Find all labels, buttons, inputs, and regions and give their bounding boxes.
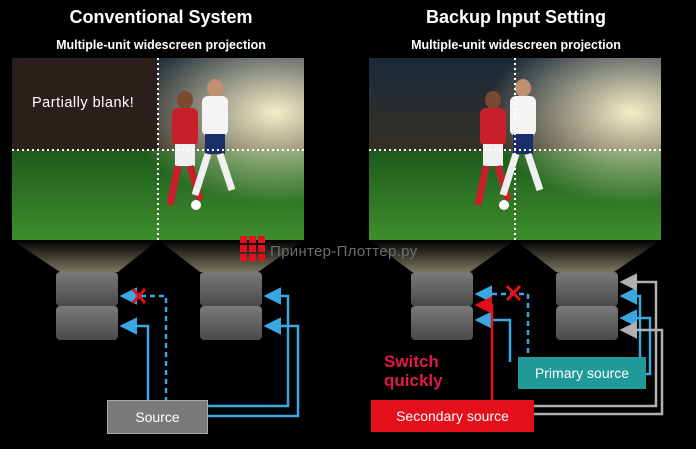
switch-label-line2: quickly <box>384 371 443 390</box>
projector-left-2 <box>200 272 262 340</box>
projector-right-2 <box>556 272 618 340</box>
left-wiring <box>119 287 300 418</box>
projector-left-1 <box>56 272 118 340</box>
right-fail-x-icon <box>505 284 522 302</box>
left-title: Conventional System <box>69 7 253 27</box>
switch-quickly-label: Switch quickly <box>384 352 443 390</box>
watermark-logo-icon <box>240 236 265 261</box>
projector-right-1 <box>411 272 473 340</box>
projectors <box>56 272 618 340</box>
left-subtitle: Multiple-unit widescreen projection <box>56 38 266 52</box>
left-players-image <box>166 79 236 210</box>
right-players-image <box>474 79 544 210</box>
split-guides <box>12 58 661 240</box>
right-wiring <box>474 273 664 416</box>
source-box: Source <box>107 400 208 434</box>
watermark-text: Принтер-Плоттер.ру <box>270 243 418 260</box>
left-fail-x-icon <box>131 288 147 304</box>
primary-source-box: Primary source <box>518 357 646 389</box>
partially-blank-label: Partially blank! <box>32 95 135 111</box>
secondary-source-box: Secondary source <box>371 400 534 432</box>
right-subtitle: Multiple-unit widescreen projection <box>411 38 621 52</box>
right-title: Backup Input Setting <box>426 7 606 27</box>
switch-label-line1: Switch <box>384 352 439 371</box>
projector-beams <box>12 240 661 272</box>
